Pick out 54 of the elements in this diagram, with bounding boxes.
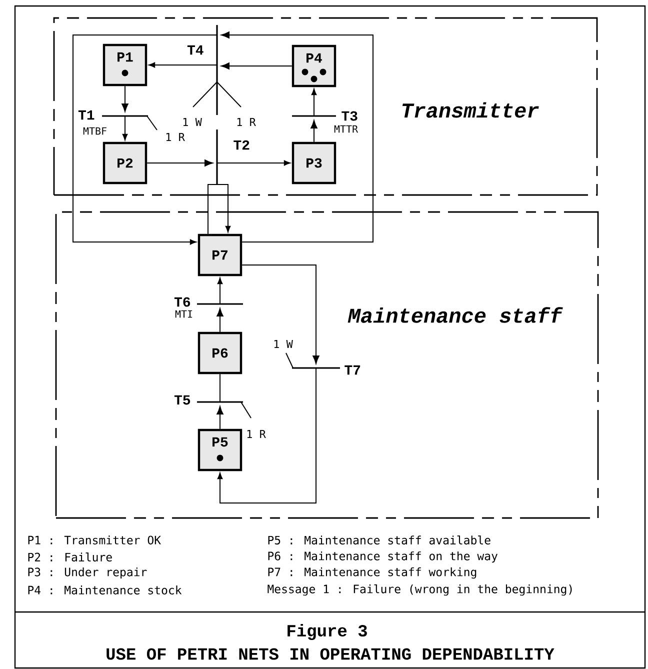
arc [216, 184, 231, 232]
arc [122, 116, 128, 140]
arc [310, 120, 318, 142]
message-arc [286, 352, 294, 368]
message-arc [216, 82, 242, 108]
transition-label: T6 [174, 297, 190, 307]
legend-line: P7 : Maintenance staff working [268, 567, 476, 579]
arc [216, 308, 224, 332]
arc [221, 62, 292, 70]
legend-line: P5 : Maintenance staff available [268, 536, 490, 544]
edge-label: 1 W [274, 340, 293, 348]
edge-label: 1 R [166, 133, 185, 141]
arc [221, 32, 374, 242]
place-box: P4 [292, 44, 336, 88]
place-box: P7 [198, 234, 242, 276]
transition-label: T1 [78, 110, 94, 120]
arc [122, 86, 128, 112]
place-box: P1 [102, 44, 148, 86]
arc [148, 62, 218, 68]
legend-line: Message 1 : Failure (wrong in the beginning) [268, 584, 572, 596]
legend-line: P1 : Transmitter OK [28, 536, 161, 544]
place-box: P5 [198, 428, 242, 472]
edge-label: 1 W [183, 118, 202, 126]
transition-label: T3 [342, 111, 358, 121]
message-arc [146, 116, 158, 130]
place-box: P2 [102, 142, 148, 184]
edge-label: 1 R [247, 430, 266, 438]
arc [146, 160, 213, 166]
message-arc [192, 82, 218, 108]
edge-label: 1 R [237, 118, 256, 126]
transition-label: T2 [234, 140, 250, 150]
rate-label: MTI [175, 310, 192, 318]
figure-title: USE OF PETRI NETS IN OPERATING DEPENDABILITY [106, 648, 554, 660]
rate-label: MTBF [83, 127, 106, 135]
legend-line: P6 : Maintenance staff on the way [268, 551, 498, 563]
arc [311, 88, 317, 116]
legend-line: P3 : Under repair [28, 567, 147, 579]
transition-label: T5 [174, 395, 190, 405]
arc [217, 368, 316, 504]
place-box: P3 [292, 142, 336, 184]
message-arc [240, 402, 252, 418]
figure-number: Figure 3 [288, 624, 367, 640]
rate-label: MTTR [334, 125, 358, 133]
legend-line: P4 : Maintenance stock [28, 586, 182, 594]
arc [217, 278, 223, 304]
transition-label: T4 [187, 45, 204, 55]
arc [216, 406, 224, 430]
arc [216, 160, 290, 166]
transition-label: T7 [344, 365, 360, 375]
arc [242, 264, 320, 364]
place-box: P6 [198, 332, 242, 374]
legend-line: P2 : Failure [28, 552, 112, 562]
arc [208, 184, 218, 234]
arc [72, 34, 218, 245]
